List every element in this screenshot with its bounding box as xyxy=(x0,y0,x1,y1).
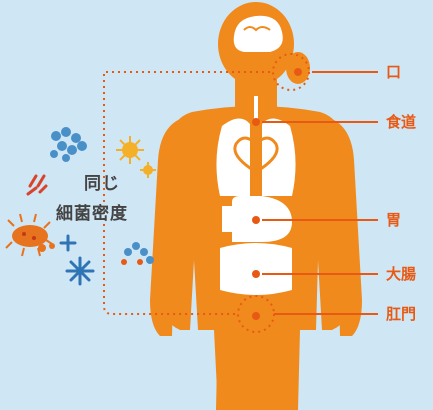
label-stomach: 胃 xyxy=(386,213,401,228)
liver-icon xyxy=(222,206,246,232)
lungs-icon xyxy=(216,118,250,196)
cocci-bacteria-icon xyxy=(50,127,87,162)
caption-line2: 細菌密度 xyxy=(56,206,128,223)
label-esophagus: 食道 xyxy=(386,115,416,130)
spiky-bacteria-icon xyxy=(6,214,55,256)
intestine-icon xyxy=(220,243,292,295)
label-large-intestine: 大腸 xyxy=(386,267,416,282)
blue-star-bacteria-icon xyxy=(61,236,93,284)
caption-line1: 同じ xyxy=(84,176,120,193)
rod-bacteria-icon xyxy=(28,176,46,194)
label-anus: 肛門 xyxy=(386,307,416,322)
label-mouth: 口 xyxy=(386,65,401,80)
